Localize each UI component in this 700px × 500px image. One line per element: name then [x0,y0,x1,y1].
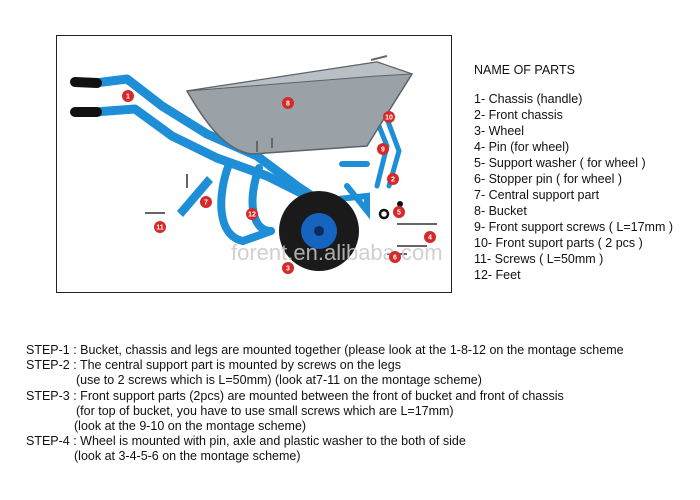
part-item: 7- Central support part [474,188,600,202]
step-3-text: STEP-3 : Front support parts (2pcs) are … [26,388,564,403]
step-2-text: STEP-2 : The central support part is mou… [26,358,401,373]
svg-text:2: 2 [391,177,395,184]
svg-text:3: 3 [286,266,290,273]
part-item: 9- Front support screws ( L=17mm ) [474,220,674,234]
part-item: 6- Stopper pin ( for wheel ) [474,172,622,186]
assembly-steps: STEP-1 : Bucket, chassis and legs are mo… [26,343,696,465]
callout-4: 4 [424,231,436,243]
svg-text:9: 9 [381,147,385,154]
parts-list-heading: NAME OF PARTS [474,63,575,77]
callout-5: 5 [393,206,405,218]
callout-6: 6 [389,251,401,263]
part-item: 10- Front suport parts ( 2 pcs ) [474,236,643,250]
svg-text:1: 1 [126,94,130,101]
step-3-reference: (look at the 9-10 on the montage scheme) [74,419,307,434]
callout-3: 3 [282,262,294,274]
callout-9: 9 [377,143,389,155]
watermark: forent.en.alibaba.com [231,240,443,265]
callout-1: 1 [122,90,134,102]
parts-list: NAME OF PARTS 1- Chassis (handle) 2- Fro… [474,62,696,283]
svg-text:11: 11 [156,225,164,232]
part-item: 12- Feet [474,268,521,282]
part-item: 3- Wheel [474,124,525,138]
callout-12: 12 [246,208,258,220]
svg-text:12: 12 [248,212,256,219]
front-chassis [316,161,370,220]
step-4-reference: (look at 3-4-5-6 on the montage scheme) [74,449,301,464]
svg-text:10: 10 [385,115,393,122]
callout-8: 8 [282,97,294,109]
handle-grips [70,77,102,117]
part-item: 4- Pin (for wheel) [474,140,570,154]
wheelbarrow-illustration: forent.en.alibaba.com 1 2 3 4 5 6 7 8 9 … [70,55,443,274]
svg-text:6: 6 [393,255,397,262]
callout-10: 10 [383,111,395,123]
part-item: 5- Support washer ( for wheel ) [474,156,646,170]
central-support-part [177,176,213,217]
part-item: 1- Chassis (handle) [474,92,583,106]
step-3-detail: (for top of bucket, you have to use smal… [76,403,454,418]
callout-11: 11 [154,221,166,233]
callout-2: 2 [387,173,399,185]
svg-text:4: 4 [428,235,432,242]
callout-7: 7 [200,196,212,208]
svg-text:5: 5 [397,210,401,217]
step-4-text: STEP-4 : Wheel is mounted with pin, axle… [26,434,466,449]
svg-text:8: 8 [286,101,290,108]
part-item: 8- Bucket [474,204,527,218]
part-item: 2- Front chassis [474,108,563,122]
step-1-text: STEP-1 : Bucket, chassis and legs are mo… [26,343,624,357]
step-2-detail: (use to 2 screws which is L=50mm) (look … [76,373,482,388]
svg-text:7: 7 [204,200,208,207]
part-item: 11- Screws ( L=50mm ) [474,252,604,266]
montage-diagram: forent.en.alibaba.com 1 2 3 4 5 6 7 8 9 … [56,35,452,293]
wheel [279,191,359,271]
